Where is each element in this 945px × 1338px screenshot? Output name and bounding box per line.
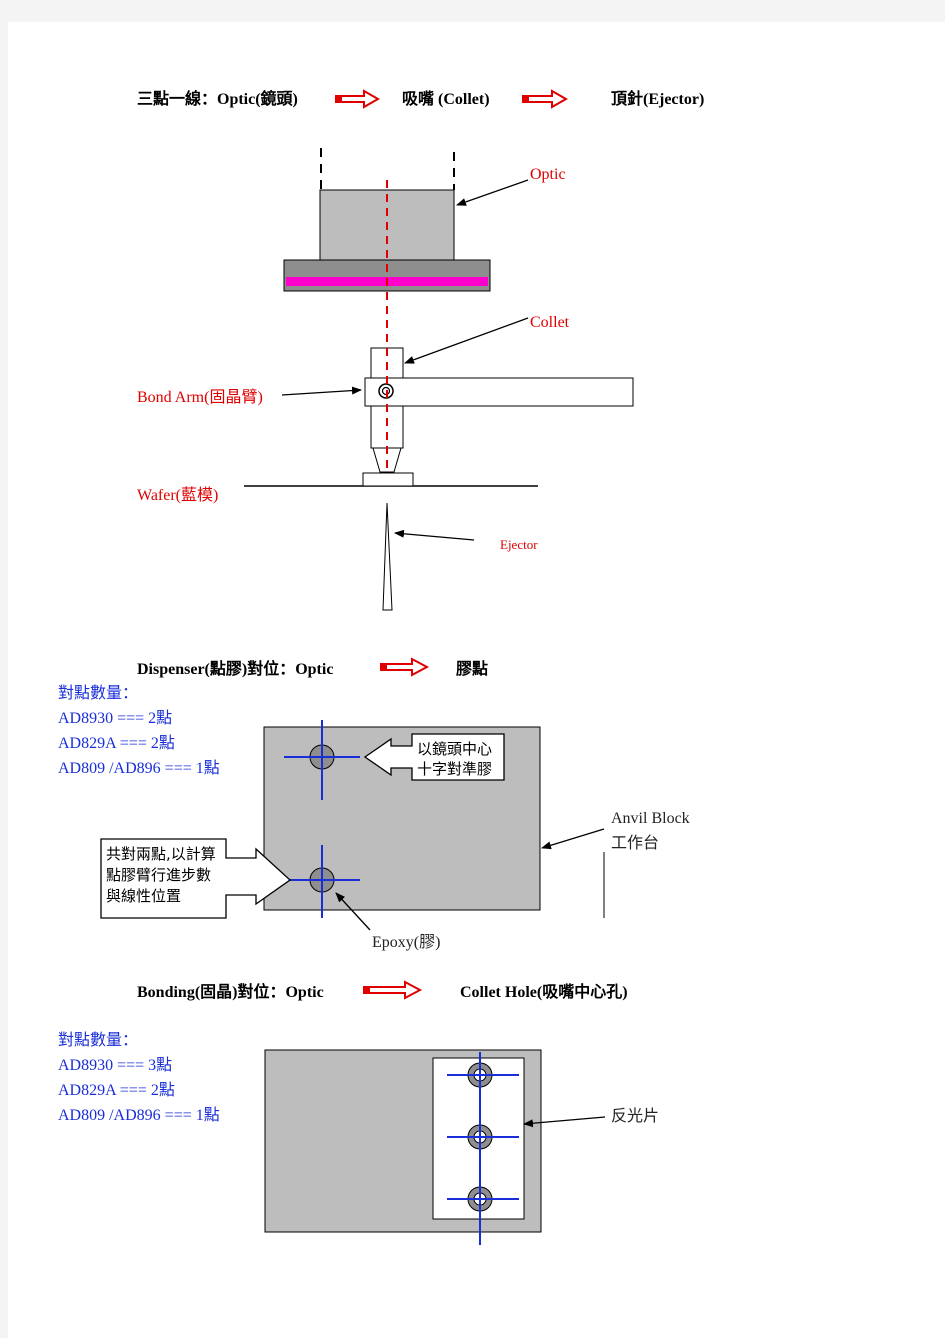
- section2-count-3: AD809 /AD896 === 1點: [58, 759, 220, 777]
- callout-left-arrow: [100, 838, 292, 919]
- die: [362, 472, 414, 487]
- section1-step2: 吸嘴 (Collet): [402, 89, 490, 108]
- reflector-pointer: [523, 1116, 606, 1128]
- callout-top-line1: 以鏡頭中心: [417, 740, 492, 758]
- callout-top-arrow: [363, 733, 505, 781]
- bond-arm-pointer: [281, 386, 362, 396]
- section2-count-2: AD829A === 2點: [58, 734, 175, 752]
- section2-count-title: 對點數量：: [58, 684, 138, 702]
- collet-pointer: [404, 317, 529, 364]
- collet-hole-3: [447, 1170, 519, 1245]
- callout-left-line2: 點膠臂行進步數: [106, 866, 211, 884]
- epoxy-label: Epoxy(膠): [372, 934, 440, 951]
- hollow-red-arrow-3: [380, 657, 430, 677]
- bond-arm-label: Bond Arm(固晶臂): [137, 388, 263, 406]
- bond-arm: [364, 377, 634, 407]
- anvil-label-line2: 工作台: [611, 834, 659, 852]
- section3-count-2: AD829A === 2點: [58, 1081, 175, 1099]
- optic-pointer: [456, 179, 529, 206]
- section1-title: 三點一線：Optic(鏡頭): [137, 89, 298, 108]
- hollow-red-arrow-2: [522, 89, 569, 109]
- hollow-red-arrow-1: [335, 89, 381, 109]
- ejector-needle: [382, 502, 393, 611]
- callout-top-line2: 十字對準膠: [417, 760, 492, 778]
- section1-step3: 頂針(Ejector): [611, 89, 704, 108]
- section3-target: Collet Hole(吸嘴中心孔): [460, 982, 628, 1001]
- hollow-red-arrow-4: [363, 980, 423, 1000]
- collet-hole-2: [447, 1112, 519, 1170]
- collet-hole-1: [447, 1052, 519, 1112]
- ejector-pointer: [394, 529, 475, 541]
- epoxy-pointer: [335, 892, 371, 931]
- optic-label: Optic: [530, 166, 566, 183]
- section3-count-title: 對點數量：: [58, 1031, 138, 1049]
- section3-count-1: AD8930 === 3點: [58, 1056, 172, 1074]
- ejector-label: Ejector: [500, 537, 538, 552]
- collet-label: Collet: [530, 314, 570, 331]
- wafer-label: Wafer(藍模): [137, 486, 218, 504]
- section2-count-1: AD8930 === 2點: [58, 709, 172, 727]
- section3-title: Bonding(固晶)對位：Optic: [137, 982, 324, 1001]
- section2-title: Dispenser(點膠)對位：Optic: [137, 659, 333, 678]
- reflector-label: 反光片: [611, 1107, 659, 1125]
- section2-target: 膠點: [456, 659, 488, 678]
- callout-left-line3: 與線性位置: [106, 887, 181, 905]
- anvil-pointer: [541, 828, 605, 850]
- section3-count-3: AD809 /AD896 === 1點: [58, 1106, 220, 1124]
- anvil-label-line1: Anvil Block: [611, 810, 690, 827]
- callout-left-line1: 共對兩點,以計算: [106, 845, 216, 863]
